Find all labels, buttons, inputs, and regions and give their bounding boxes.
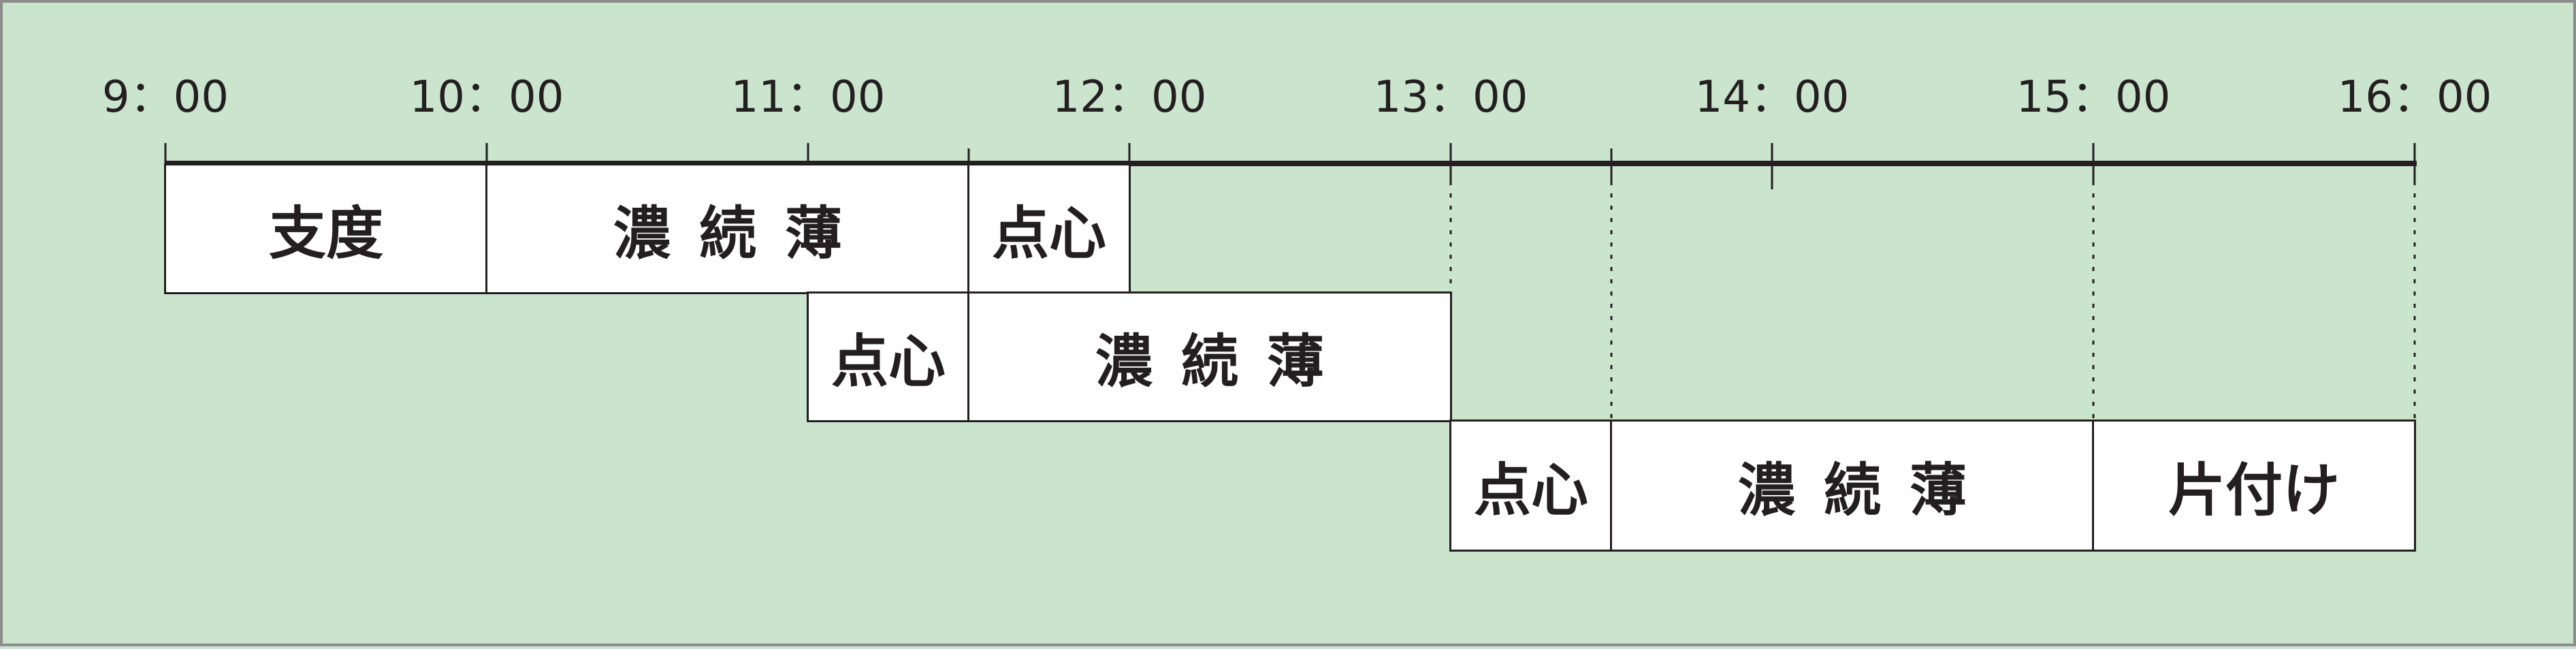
block-tea-session: 濃続薄	[967, 291, 1452, 422]
block-cleanup: 片付け	[2092, 420, 2416, 552]
block-tea-session: 濃続薄	[485, 163, 970, 294]
block-refreshment: 点心	[1449, 420, 1613, 552]
tick-label-13: 13：00	[1374, 72, 1528, 123]
block-preparation: 支度	[164, 163, 488, 294]
tick-label-15: 15：00	[2016, 72, 2171, 123]
timeline-svg: 9：00 10：00 11：00 12：00 13：00 14：00 15：00…	[102, 72, 2492, 422]
tick-label-12: 12：00	[1052, 72, 1207, 123]
tick-label-9: 9：00	[102, 72, 229, 123]
block-tea-session: 濃続薄	[1610, 420, 2095, 552]
tick-label-10: 10：00	[410, 72, 564, 123]
tick-label-11: 11：00	[731, 72, 886, 123]
tick-label-14: 14：00	[1695, 72, 1850, 123]
tick-label-16: 16：00	[2338, 72, 2492, 123]
block-refreshment: 点心	[807, 291, 970, 422]
block-refreshment: 点心	[967, 163, 1131, 294]
